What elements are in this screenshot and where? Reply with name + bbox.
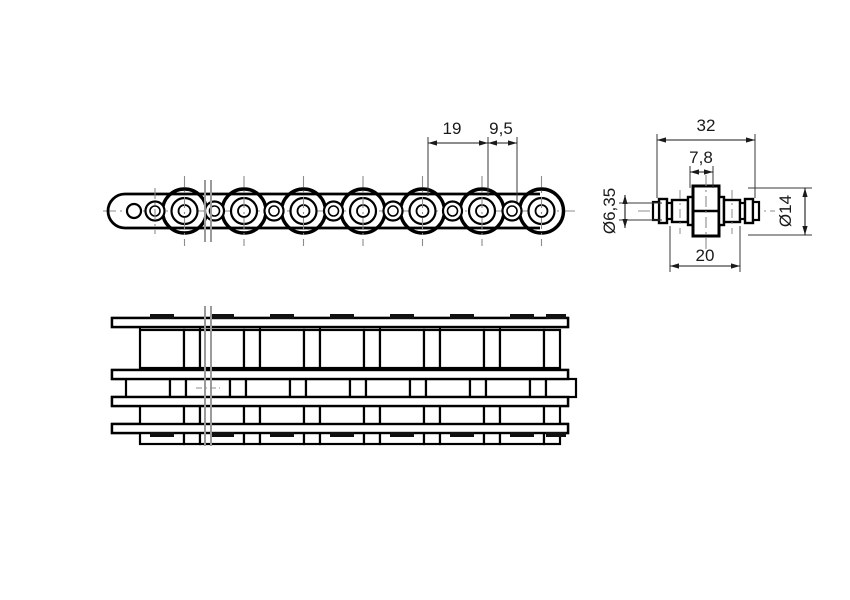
bushing-block [468, 377, 488, 399]
roller-block [258, 328, 306, 370]
dimension-width-32: 32 [697, 116, 716, 135]
bushing-block [422, 328, 442, 370]
roller-block [244, 377, 292, 399]
pin-head-tab [150, 432, 174, 437]
dimension-plate-7-8: 7,8 [689, 148, 713, 167]
pin-head-right [743, 197, 755, 225]
chain-plan-view [110, 306, 578, 446]
dimension-group-7-8: 7,8 [689, 148, 714, 188]
pin-head-tab [390, 432, 414, 437]
pin-head-tab [546, 432, 566, 437]
pin-head-tab [510, 314, 534, 319]
roller-block [364, 377, 412, 399]
dimension-group-pitch: 19 9,5 [427, 119, 518, 202]
roller-block [138, 328, 186, 370]
dimension-group-pin-diameter: Ø6,35 [600, 188, 662, 234]
pin-head-tab [210, 432, 234, 437]
pin-bore [446, 205, 459, 217]
roller-block [378, 328, 426, 370]
side-view-pin-bores [149, 204, 549, 218]
pin-head-tab [210, 314, 234, 319]
bushing-block [542, 328, 562, 370]
roller-block [124, 377, 172, 399]
pin-cap-left [651, 200, 661, 222]
dimension-group-roller-diameter: Ø14 [748, 187, 812, 236]
pin-head-tab [150, 314, 174, 319]
bushing-block [302, 328, 322, 370]
pin-head-tab [450, 314, 474, 319]
bushing-block [228, 377, 248, 399]
plan-view-link-joints [139, 327, 501, 330]
roller-block [424, 377, 472, 399]
plan-view-pin-heads [150, 314, 566, 437]
roller-block [198, 328, 246, 370]
chain-side-view [103, 176, 575, 246]
terminal-plate-hole [125, 202, 143, 220]
pin-head-tab [390, 314, 414, 319]
plate-band-outer-top-overlay [110, 316, 570, 329]
bushing-block [242, 328, 262, 370]
pin-head-tab [510, 432, 534, 437]
roller-block [304, 377, 352, 399]
roller-block [438, 328, 486, 370]
side-view-pin-centerlines [154, 176, 543, 246]
pin-head-tab [270, 432, 294, 437]
pin-head-tab [546, 314, 566, 319]
roller-block [484, 377, 532, 399]
dimension-pitch-19: 19 [443, 119, 462, 138]
dimension-inner-20: 20 [696, 246, 715, 265]
roller-block [318, 328, 366, 370]
dimension-pin-diameter: Ø6,35 [600, 188, 619, 234]
pin-head-tab [450, 432, 474, 437]
plate-band-outer-bottom-overlay [110, 422, 570, 435]
pin-bore [327, 205, 340, 217]
bushing-block [482, 328, 502, 370]
pin-head-tab [270, 314, 294, 319]
pin-bore [387, 205, 399, 217]
pin-cap-right [751, 200, 761, 222]
pin-head-tab [330, 432, 354, 437]
pin-bore [268, 205, 280, 217]
pin-assembly-detail [638, 175, 775, 250]
plan-view-center-rollers [124, 377, 578, 399]
bushing-block [408, 377, 428, 399]
plate-band-inner-top-overlay [110, 368, 570, 381]
pin-head-tab [330, 314, 354, 319]
bushing-block [362, 328, 382, 370]
dimension-group-20: 20 [669, 226, 741, 272]
dimension-half-pitch-9-5: 9,5 [489, 119, 513, 138]
bushing-block [168, 377, 188, 399]
roller-block [498, 328, 546, 370]
plate-band-inner-bottom-overlay [110, 395, 570, 408]
bushing-block [288, 377, 308, 399]
side-view-break-line [204, 180, 212, 242]
bushing-block [528, 377, 548, 399]
bushing-block [348, 377, 368, 399]
plan-view-break-line [204, 306, 212, 446]
pin-bore [506, 205, 518, 217]
bushing-block [182, 328, 202, 370]
roller-block [544, 377, 578, 399]
dimension-roller-diameter: Ø14 [776, 195, 795, 227]
dimension-group-32: 32 [656, 116, 756, 198]
roller-block [184, 377, 232, 399]
plan-view-upper-rollers [138, 328, 562, 370]
